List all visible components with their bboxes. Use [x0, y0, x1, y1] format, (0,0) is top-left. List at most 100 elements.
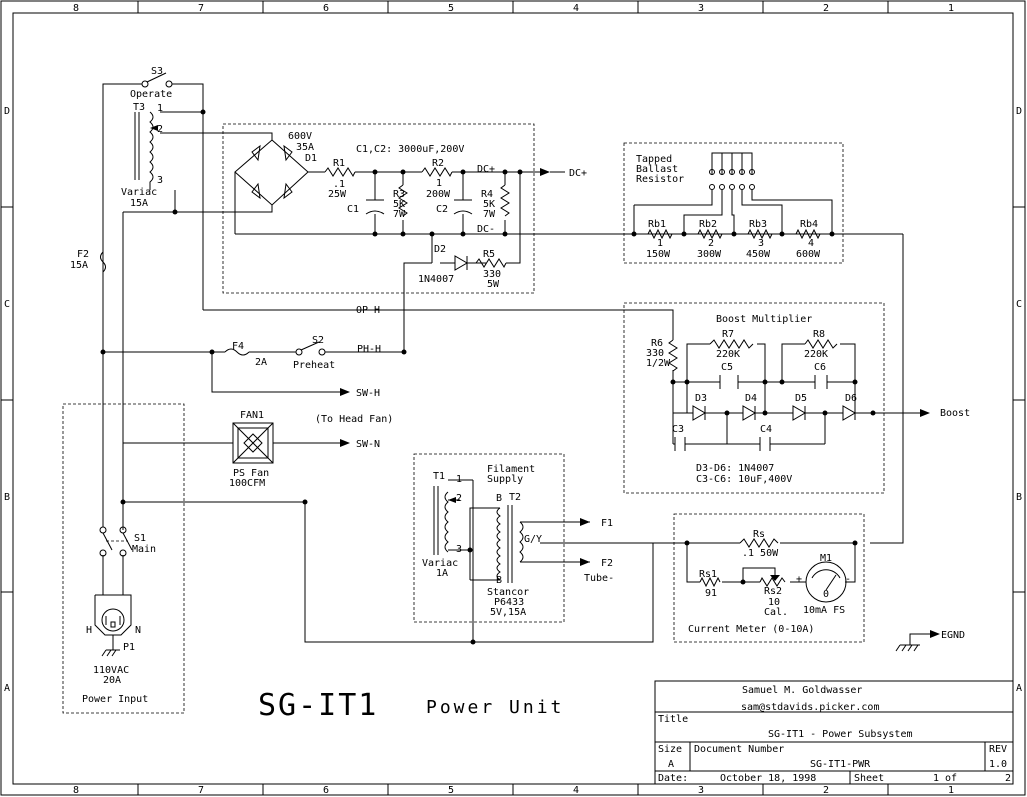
m1-label: M1	[820, 553, 832, 564]
d3-label: D3	[695, 393, 707, 404]
s2-switch-symbol	[295, 341, 326, 356]
ballast-title-2: Ballast	[636, 164, 678, 175]
col-label-top: 8	[73, 3, 79, 14]
tb-sheet-total: 2	[1005, 773, 1011, 784]
rating-5v: 5V,15A	[490, 607, 526, 618]
f2-out-label: F2	[601, 558, 613, 569]
t1-pin1: 1	[456, 474, 462, 485]
r4-value: 5K	[483, 199, 495, 210]
t2-b1: B	[496, 493, 502, 504]
t2-label: T2	[509, 492, 521, 503]
plug-n-label: N	[135, 625, 141, 636]
r8-value: 220K	[804, 349, 828, 360]
boost-out-label: Boost	[940, 408, 970, 419]
plug-h-label: H	[86, 625, 92, 636]
f2-value: 15A	[70, 260, 88, 271]
fan1-label: FAN1	[240, 410, 264, 421]
row-label-left: D	[4, 106, 10, 117]
drawing-title: SG-IT1 Power Unit	[258, 688, 564, 723]
row-label-left: C	[4, 299, 10, 310]
r3-label: R3	[393, 189, 405, 200]
rs1-value: 91	[705, 588, 717, 599]
c2-label: C2	[436, 204, 448, 215]
dcplus-out-label: DC+	[569, 168, 587, 179]
fuse-symbols	[100, 251, 250, 356]
col-label-top: 7	[198, 3, 204, 14]
col-label-top: 6	[323, 3, 329, 14]
tb-date-label: Date:	[658, 773, 688, 784]
r4-watts: 7W	[483, 209, 496, 220]
r1-value: .1	[333, 179, 345, 190]
rs-label: Rs	[753, 529, 765, 540]
col-label-bottom: 3	[698, 785, 704, 796]
rs-value: .1 50W	[742, 548, 779, 559]
r6-watts: 1/2W	[646, 358, 671, 369]
c4-label: C4	[760, 424, 772, 435]
tube-label: Tube-	[584, 573, 614, 584]
c6-label: C6	[814, 362, 826, 373]
oph-label: OP-H	[356, 305, 380, 316]
wiring	[102, 83, 940, 645]
r5-label: R5	[483, 249, 495, 260]
t2-b2: B	[496, 575, 502, 586]
junction-dots	[100, 109, 876, 645]
p6433-label: P6433	[494, 597, 524, 608]
c3-label: C3	[672, 424, 684, 435]
col-label-bottom: 7	[198, 785, 204, 796]
psfan-label: PS Fan	[233, 468, 269, 479]
drawing-title-sub: Power Unit	[426, 697, 564, 718]
tb-size-label: Size	[658, 744, 682, 755]
t1-label: T1	[433, 471, 445, 482]
r3-value: 5K	[393, 199, 405, 210]
rb1-tap: 1	[657, 238, 663, 249]
t2-transformer-symbol	[496, 505, 524, 583]
power-input-title: Power Input	[82, 694, 148, 705]
t3-variac-symbol	[134, 111, 158, 190]
d1-current: 35A	[296, 142, 314, 153]
row-label-left: B	[4, 492, 10, 503]
tb-title-label: Title	[658, 714, 688, 725]
d6-label: D6	[845, 393, 857, 404]
component-labels: S3 Operate T3 1 2 3 Variac 15A 600V 35A …	[70, 66, 970, 705]
s1-switch-symbol	[99, 526, 133, 557]
rb1-label: Rb1	[648, 219, 666, 230]
swn-label: SW-N	[356, 439, 380, 450]
tb-rev-label: REV	[989, 744, 1007, 755]
rb3-label: Rb3	[749, 219, 767, 230]
ballast-tap-symbols	[709, 169, 755, 190]
capacitor-symbols	[365, 199, 828, 451]
tb-docnum-value: SG-IT1-PWR	[810, 759, 871, 770]
phh-label: PH-H	[357, 344, 381, 355]
rb3-watts: 450W	[746, 249, 771, 260]
tb-sheet-label: Sheet	[854, 773, 884, 784]
f1-out-label: F1	[601, 518, 613, 529]
rs2-value: 10	[768, 597, 780, 608]
col-label-top: 4	[573, 3, 579, 14]
c5-label: C5	[721, 362, 733, 373]
d5-label: D5	[795, 393, 807, 404]
a20-label: 20A	[103, 675, 121, 686]
rs2-label: Rs2	[764, 586, 782, 597]
main-label: Main	[132, 544, 156, 555]
diode-note: D3-D6: 1N4007	[696, 463, 774, 474]
boost-title: Boost Multiplier	[716, 314, 812, 325]
preheat-label: Preheat	[293, 360, 335, 371]
ground-symbol	[895, 644, 920, 652]
t3-label: T3	[133, 102, 145, 113]
tb-author: Samuel M. Goldwasser	[742, 685, 862, 696]
r2-watts: 200W	[426, 189, 451, 200]
diode-symbols	[440, 255, 856, 421]
d1-bridge-symbol	[234, 139, 309, 206]
fan-symbol	[232, 422, 274, 464]
gy-label: G/Y	[524, 534, 542, 545]
s3-label: S3	[151, 66, 163, 77]
r8-label: R8	[813, 329, 825, 340]
row-label-right: B	[1016, 492, 1022, 503]
tb-docnum-label: Document Number	[694, 744, 784, 755]
t3-pin3: 3	[157, 175, 163, 186]
resistor-symbols	[324, 167, 838, 588]
cap-note: C3-C6: 10uF,400V	[696, 474, 792, 485]
rb2-watts: 300W	[697, 249, 722, 260]
